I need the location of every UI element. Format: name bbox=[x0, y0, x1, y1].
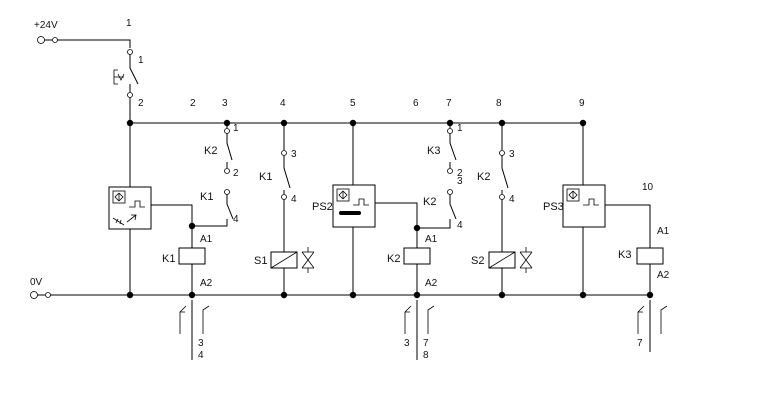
terminal: 3 bbox=[457, 176, 463, 187]
coil-a1: A1 bbox=[657, 226, 670, 237]
coil-a1: A1 bbox=[200, 234, 213, 245]
k1-coil-branch: 1 2 4 K2 K1 A1 A2 K1 bbox=[162, 123, 239, 295]
coil-label-k2: K2 bbox=[387, 253, 400, 265]
terminal: 3 bbox=[509, 149, 515, 160]
contact-table-k1: 3 4 bbox=[179, 300, 210, 361]
coil-a1: A1 bbox=[425, 234, 438, 245]
sensor-branch-1 bbox=[108, 123, 193, 295]
contact-table-k3: 7 bbox=[637, 300, 668, 352]
contact-ref: 3 bbox=[404, 338, 410, 349]
line-number: 1 bbox=[126, 18, 132, 29]
coil-label-k1: K1 bbox=[162, 253, 175, 265]
line-numbers: 1 2 3 4 5 6 7 8 9 10 bbox=[126, 18, 654, 193]
coil-a2: A2 bbox=[657, 270, 670, 281]
valve-label-s1: S1 bbox=[254, 255, 267, 267]
line-number: 5 bbox=[350, 98, 356, 109]
supply-positive-label: +24V bbox=[34, 20, 58, 31]
terminal: 2 bbox=[233, 168, 239, 179]
contact-ref: 4 bbox=[198, 350, 204, 361]
contact-label-k1: K1 bbox=[200, 191, 213, 203]
contact-ref: 8 bbox=[423, 350, 429, 361]
terminal: 4 bbox=[457, 220, 463, 231]
ps2-sensor-branch: PS2 bbox=[312, 123, 418, 295]
coil-a2: A2 bbox=[200, 278, 213, 289]
line-number: 10 bbox=[642, 182, 654, 193]
terminal: 4 bbox=[509, 194, 515, 205]
terminal: 3 bbox=[291, 149, 297, 160]
sensor-label-ps3: PS3 bbox=[543, 201, 564, 213]
terminal: 1 bbox=[233, 123, 239, 134]
contact-ref: 3 bbox=[198, 338, 204, 349]
contact-label-k2: K2 bbox=[477, 171, 490, 183]
contact-table-k2: 3 7 8 bbox=[404, 300, 435, 361]
ps3-sensor-branch: PS3 A1 A2 K3 bbox=[543, 123, 670, 295]
coil-a2: A2 bbox=[425, 278, 438, 289]
s2-valve-branch: 3 4 K2 S2 bbox=[471, 123, 533, 295]
valve-label-s2: S2 bbox=[471, 255, 484, 267]
coil-label-k3: K3 bbox=[618, 249, 631, 261]
terminal: 2 bbox=[457, 168, 463, 179]
supply-zero: 0V bbox=[30, 277, 650, 299]
stop-terminal-2: 2 bbox=[138, 98, 144, 109]
contact-ref: 7 bbox=[637, 338, 643, 349]
contact-ref: 7 bbox=[423, 338, 429, 349]
line-number: 4 bbox=[280, 98, 286, 109]
line-number: 6 bbox=[413, 98, 419, 109]
stop-terminal-1: 1 bbox=[138, 55, 144, 66]
contact-label-k1: K1 bbox=[259, 171, 272, 183]
supply-zero-label: 0V bbox=[30, 277, 43, 288]
line-number: 9 bbox=[579, 98, 585, 109]
line-number: 7 bbox=[446, 98, 452, 109]
supply-positive: +24V bbox=[34, 20, 131, 48]
line-number: 2 bbox=[190, 98, 196, 109]
sensor-label-ps2: PS2 bbox=[312, 201, 333, 213]
k2-coil-branch: 1 2 3 4 K3 K2 A1 A2 K2 bbox=[387, 123, 463, 295]
contact-label-k2: K2 bbox=[423, 196, 436, 208]
contact-label-k2: K2 bbox=[204, 145, 217, 157]
line-number: 8 bbox=[496, 98, 502, 109]
stop-switch: 1 2 bbox=[113, 49, 144, 123]
terminal: 4 bbox=[291, 194, 297, 205]
contact-label-k3: K3 bbox=[427, 145, 440, 157]
line-number: 3 bbox=[222, 98, 228, 109]
terminal: 1 bbox=[457, 123, 463, 134]
terminal: 4 bbox=[233, 214, 239, 225]
junction-dots bbox=[126, 119, 654, 299]
s1-valve-branch: 3 4 K1 S1 bbox=[254, 123, 315, 295]
